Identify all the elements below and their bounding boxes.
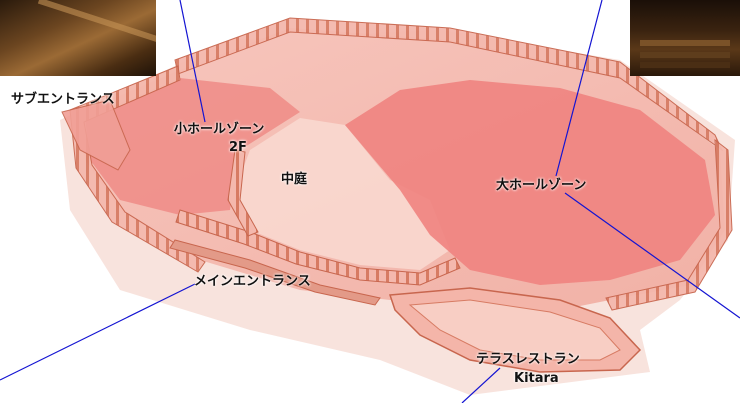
label-sub-entrance: サブエントランス [11,92,115,107]
sub-entrance-wing [61,99,131,171]
small-hall-zone [85,78,300,215]
label-small-hall-floor: 2F [229,140,247,155]
label-small-hall-zone: 小ホールゾーン [174,122,265,137]
inner-courtyard-wall-2 [227,149,259,237]
label-courtyard: 中庭 [281,172,308,187]
terrace-restaurant-inner [408,299,621,361]
courtyard-area [235,118,450,270]
large-hall-photo [630,0,740,76]
small-hall-photo [0,0,156,76]
outer-wall-east [605,138,733,311]
outer-wall-west [69,65,206,273]
label-restaurant-name: Kitara [514,371,559,386]
label-large-hall-zone: 大ホールゾーン [496,178,587,193]
leader-line-large-hall-to-edge [564,192,740,319]
leader-line-main-entrance [0,283,196,381]
label-terrace-restaurant: テラスレストラン [476,352,580,367]
main-entrance-canopy [169,239,381,306]
leader-line-terrace [461,367,501,403]
label-main-entrance: メインエントランス [194,274,311,289]
inner-courtyard-wall [175,209,461,286]
leader-line-large-hall [555,0,603,177]
leader-line-small-hall [179,0,206,123]
